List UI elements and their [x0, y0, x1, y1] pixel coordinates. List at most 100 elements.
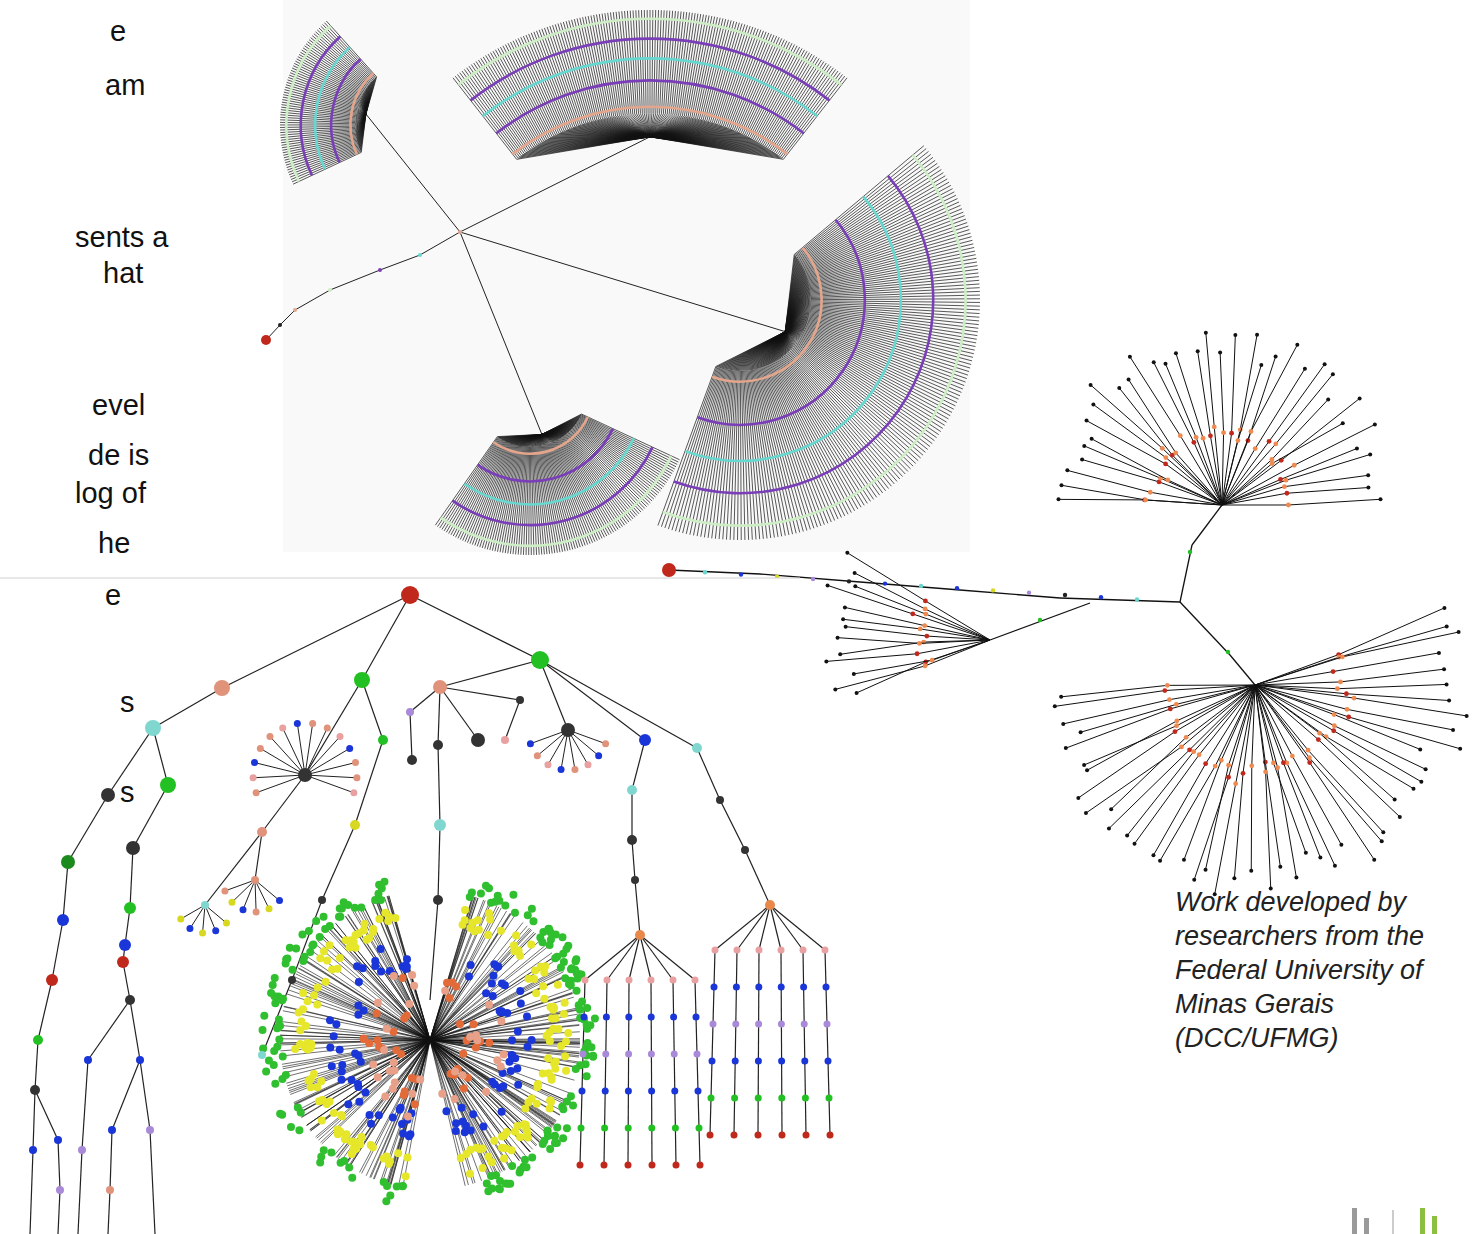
tree-vertex — [360, 927, 368, 935]
tree-vertex — [778, 947, 785, 954]
tree-edge — [305, 737, 340, 775]
tree-edge — [1255, 685, 1467, 716]
tree-vertex — [824, 1021, 831, 1028]
tree-vertex — [671, 1051, 678, 1058]
tree-vertex — [117, 956, 129, 968]
level-arc — [441, 456, 672, 546]
tree-vertex — [250, 774, 257, 781]
tree-edge — [711, 1061, 712, 1098]
tree-vertex — [500, 1051, 508, 1059]
tree-vertex — [223, 919, 230, 926]
tree-vertex — [1168, 707, 1173, 712]
tree-vertex — [1249, 763, 1254, 768]
tree-vertex — [328, 1062, 336, 1070]
tree-vertex — [1213, 764, 1218, 769]
tree-vertex — [778, 1058, 785, 1065]
tree-edge — [435, 434, 542, 525]
tree-edge — [650, 11, 670, 137]
tree-edge — [607, 935, 640, 980]
tree-edge — [1166, 364, 1222, 505]
tree-edge — [1255, 685, 1335, 866]
tree-edge — [430, 1040, 552, 1127]
tree-edge — [305, 763, 355, 775]
tree-vertex — [922, 623, 927, 628]
tree-edge — [805, 1098, 807, 1135]
tree-vertex — [498, 980, 506, 988]
tree-edge — [410, 712, 412, 760]
tree-edge — [840, 640, 990, 654]
tree-edge — [690, 332, 785, 535]
tree-vertex — [800, 984, 807, 991]
tree-vertex — [347, 1137, 355, 1145]
tree-edge — [650, 17, 715, 137]
tree-edge — [627, 11, 650, 137]
tree-edge — [440, 687, 478, 740]
tree-edge — [697, 332, 785, 536]
tree-edge — [153, 688, 222, 728]
tree-vertex — [516, 1133, 524, 1141]
tree-vertex — [221, 887, 228, 894]
tree-vertex — [836, 636, 840, 640]
tree-vertex — [136, 1056, 144, 1064]
tree-edge — [287, 1040, 430, 1086]
tree-edge — [1135, 685, 1255, 844]
tree-vertex — [385, 913, 393, 921]
tree-vertex — [1233, 333, 1237, 337]
level-arc — [315, 47, 350, 169]
tree-vertex — [564, 1029, 572, 1037]
tree-vertex — [1082, 444, 1086, 448]
tree-edge — [650, 57, 817, 145]
tree-edge — [205, 832, 262, 905]
tree-edge — [438, 745, 440, 825]
level-arc — [493, 417, 587, 454]
tree-vertex — [458, 230, 462, 234]
tree-edge — [460, 232, 785, 332]
level-arc — [301, 36, 340, 175]
tree-vertex — [1174, 702, 1179, 707]
tree-edge — [337, 1040, 430, 1158]
tree-edge — [298, 968, 430, 1040]
tree-edge — [855, 586, 990, 640]
tree-vertex — [625, 1125, 632, 1132]
tree-edge — [430, 1040, 500, 1172]
tree-vertex — [1163, 462, 1168, 467]
tree-edge — [360, 1040, 430, 1172]
tree-edge — [430, 1040, 498, 1174]
tree-vertex — [852, 672, 856, 676]
tree-vertex — [1393, 797, 1397, 801]
tree-vertex — [288, 976, 296, 984]
tree-vertex — [1174, 723, 1179, 728]
tree-vertex — [602, 740, 609, 747]
logo-fragment — [1352, 1208, 1437, 1234]
tree-edge — [253, 775, 305, 778]
tree-vertex — [408, 1090, 416, 1098]
tree-vertex — [201, 901, 209, 909]
tree-vertex — [991, 588, 995, 592]
tree-vertex — [826, 583, 830, 587]
tree-vertex — [581, 1014, 588, 1021]
tree-vertex — [1188, 550, 1192, 554]
tree-edge — [635, 880, 640, 935]
tree-edge — [321, 26, 374, 114]
tree-vertex — [572, 955, 580, 963]
tree-vertex — [527, 740, 534, 747]
tree-vertex — [1338, 680, 1343, 685]
tree-vertex — [546, 1105, 554, 1113]
tree-edge — [650, 74, 843, 157]
tree-vertex — [627, 785, 637, 795]
tree-vertex — [408, 1074, 416, 1082]
tree-vertex — [309, 720, 316, 727]
tree-vertex — [930, 658, 935, 663]
tree-vertex — [473, 1036, 481, 1044]
tree-edge — [430, 989, 571, 1040]
tree-vertex — [400, 1014, 408, 1022]
tree-edge — [505, 700, 520, 740]
tree-vertex — [507, 1146, 515, 1154]
tree-vertex — [1378, 497, 1382, 501]
tree-edge — [650, 10, 658, 137]
tree-vertex — [389, 1085, 397, 1093]
tree-vertex — [467, 1127, 475, 1135]
tree-vertex — [466, 1033, 474, 1041]
tree-vertex — [507, 1067, 515, 1075]
tree-edge — [774, 332, 855, 511]
